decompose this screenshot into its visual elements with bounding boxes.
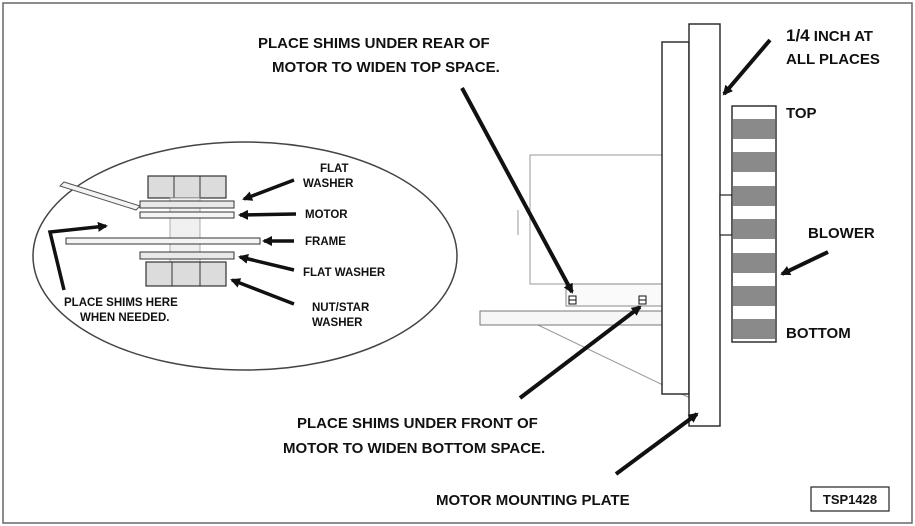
- flat-washer-bottom: [139, 251, 235, 260]
- nut: [145, 261, 227, 287]
- arrow-mounting-plate: [614, 412, 699, 476]
- arrow-nut-star: [230, 278, 295, 306]
- label-all-places: ALL PLACES: [786, 51, 880, 68]
- shim-bolt-rear: [568, 295, 577, 305]
- motor-base-block: [565, 283, 663, 307]
- bolt-shank: [169, 197, 201, 263]
- inner-plate: [661, 41, 690, 395]
- label-motor: MOTOR: [305, 209, 348, 221]
- label-shims-rear-line1: PLACE SHIMS UNDER REAR OF: [258, 35, 490, 52]
- label-nut-star-line1: NUT/STAR: [312, 302, 370, 314]
- label-bottom: BOTTOM: [786, 325, 851, 342]
- label-top: TOP: [786, 105, 817, 122]
- arrow-shims-here: [47, 221, 108, 291]
- arrow-flat-washer-bottom: [238, 254, 295, 272]
- blower-wheel: [731, 105, 777, 343]
- label-quarter-inch-rest: INCH AT: [810, 28, 873, 45]
- label-frame: FRAME: [305, 236, 346, 248]
- motor-mounting-plate: [688, 23, 721, 427]
- label-shims-here-line2: WHEN NEEDED.: [80, 312, 169, 324]
- frame-plate: [65, 237, 261, 245]
- label-flat-washer-top-line1: FLAT: [320, 163, 349, 175]
- figure-id-box: [810, 486, 890, 512]
- motor-body-outline: [529, 154, 662, 285]
- blower-blade: [733, 253, 775, 273]
- flat-washer-top: [139, 200, 235, 209]
- arrow-blower: [780, 250, 829, 276]
- blower-blade: [733, 152, 775, 172]
- arrow-flat-washer-top: [242, 178, 295, 201]
- label-blower: BLOWER: [808, 225, 875, 242]
- blower-blade: [733, 286, 775, 306]
- blower-blade: [733, 219, 775, 239]
- shaft-hub: [719, 194, 733, 236]
- blower-blade: [733, 319, 775, 339]
- label-nut-star-line2: WASHER: [312, 317, 363, 329]
- label-quarter-inch: 1/4 INCH AT: [786, 26, 873, 45]
- shim-bolt-front: [638, 295, 647, 305]
- arrow-shims-rear: [460, 87, 574, 294]
- label-flat-washer-bottom: FLAT WASHER: [303, 267, 386, 279]
- blower-blade: [733, 119, 775, 139]
- figure-id: TSP1428: [823, 492, 877, 507]
- label-shims-here-line1: PLACE SHIMS HERE: [64, 297, 178, 309]
- arrow-quarter-inch: [722, 38, 772, 96]
- label-shims-rear-line2: MOTOR TO WIDEN TOP SPACE.: [272, 59, 500, 76]
- motor-plate: [139, 211, 235, 219]
- bolt-head: [147, 175, 227, 199]
- label-motor-mounting-plate: MOTOR MOUNTING PLATE: [436, 492, 630, 509]
- blower-blade: [733, 186, 775, 206]
- arrow-shims-front: [518, 305, 642, 400]
- support-bracket: [479, 310, 665, 326]
- detail-ellipse: [32, 141, 458, 371]
- arrow-motor: [238, 209, 297, 220]
- label-shims-front-line2: MOTOR TO WIDEN BOTTOM SPACE.: [283, 440, 545, 457]
- label-shims-front-line1: PLACE SHIMS UNDER FRONT OF: [297, 415, 538, 432]
- label-flat-washer-top-line2: WASHER: [303, 178, 354, 190]
- label-quarter-inch-bold: 1/4: [786, 26, 810, 45]
